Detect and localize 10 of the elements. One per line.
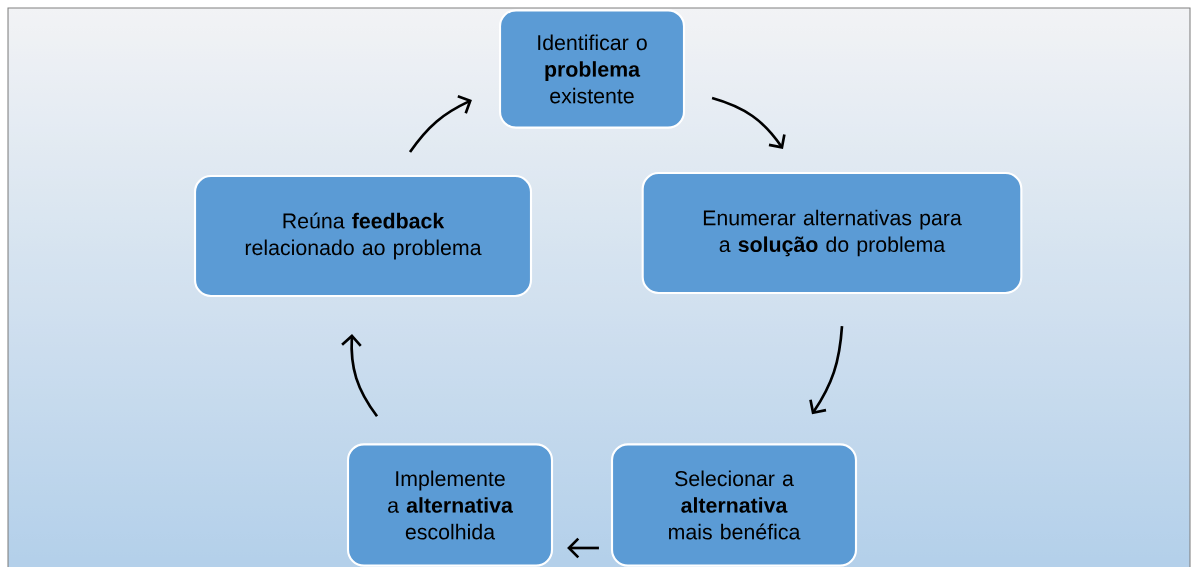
process-box: Implemente a alternativa escolhida (346, 443, 554, 567)
process-box: Reúna feedback relacionado ao problema (193, 174, 533, 298)
arrow (341, 334, 379, 418)
process-box: Enumerar alternativas para a solução do problema (641, 171, 1023, 295)
process-box: Selecionar a alternativa mais benéfica (610, 443, 858, 567)
arrow (711, 96, 786, 149)
arrow (567, 537, 599, 559)
arrow (809, 325, 844, 415)
arrow (408, 95, 472, 153)
process-box: Identificar o problema existente (498, 9, 686, 129)
